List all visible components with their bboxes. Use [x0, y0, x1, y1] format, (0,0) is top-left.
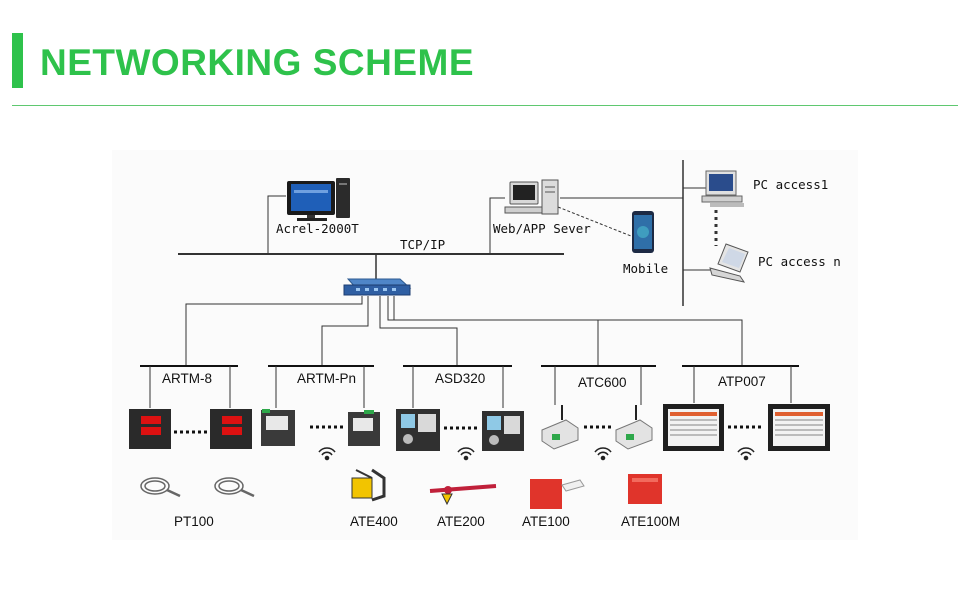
- meter-icon: [210, 409, 252, 449]
- server-label: Acrel-2000T: [276, 221, 359, 236]
- header-accent-bar: [12, 33, 23, 88]
- pc-access-last-label: PC access n: [758, 254, 841, 269]
- switch-downlinks: [185, 296, 743, 366]
- pc-icon: [701, 170, 744, 207]
- group-label-2: ASD320: [435, 371, 485, 386]
- sensor-label-2: ATE200: [437, 514, 485, 529]
- touchscreen-panel-icon: [768, 404, 830, 451]
- device-drops: [149, 366, 792, 408]
- sensor-label-3: ATE100: [522, 514, 570, 529]
- meter-icon: [348, 410, 380, 446]
- mobile-label: Mobile: [623, 261, 668, 276]
- meter-icon: [482, 411, 524, 451]
- temperature-sensor-icon: [628, 474, 662, 504]
- group-label-4: ATP007: [718, 374, 766, 389]
- sensor-label-4: ATE100M: [621, 514, 680, 529]
- laptop-icon: [709, 243, 749, 283]
- group-label-0: ARTM-8: [162, 371, 212, 386]
- temperature-probe-icon: [214, 477, 255, 498]
- group-label-3: ATC600: [578, 375, 627, 390]
- bus-label: TCP/IP: [400, 237, 445, 252]
- top-links: [178, 160, 712, 306]
- meter-icon: [615, 405, 653, 450]
- server-workstation-icon: [504, 179, 559, 215]
- network-switch-icon: [343, 278, 412, 296]
- page-title: NETWORKING SCHEME: [40, 42, 474, 83]
- meter-icon: [396, 409, 440, 451]
- pc-access-first-label: PC access1: [753, 177, 828, 192]
- temperature-sensor-icon: [351, 468, 386, 502]
- temperature-sensor-icon: [530, 479, 585, 509]
- desktop-computer-icon: [287, 178, 350, 221]
- smartphone-icon: [632, 211, 654, 253]
- wireless-icon: [457, 447, 475, 461]
- sensor-label-1: ATE400: [350, 514, 398, 529]
- wireless-icon: [737, 447, 755, 461]
- meter-icon: [261, 409, 295, 446]
- temperature-probe-icon: [140, 477, 181, 498]
- wireless-icon: [594, 447, 612, 461]
- web-server-label: Web/APP Sever: [493, 221, 591, 236]
- diagram-panel: [112, 150, 858, 540]
- sensor-label-0: PT100: [174, 514, 214, 529]
- wireless-link: [557, 206, 637, 239]
- meter-icon: [129, 409, 171, 449]
- group-label-1: ARTM-Pn: [297, 371, 356, 386]
- temperature-sensor-icon: [429, 484, 497, 506]
- wireless-icon: [318, 447, 336, 461]
- touchscreen-panel-icon: [663, 404, 724, 451]
- header-divider: [12, 105, 958, 106]
- meter-icon: [541, 405, 579, 450]
